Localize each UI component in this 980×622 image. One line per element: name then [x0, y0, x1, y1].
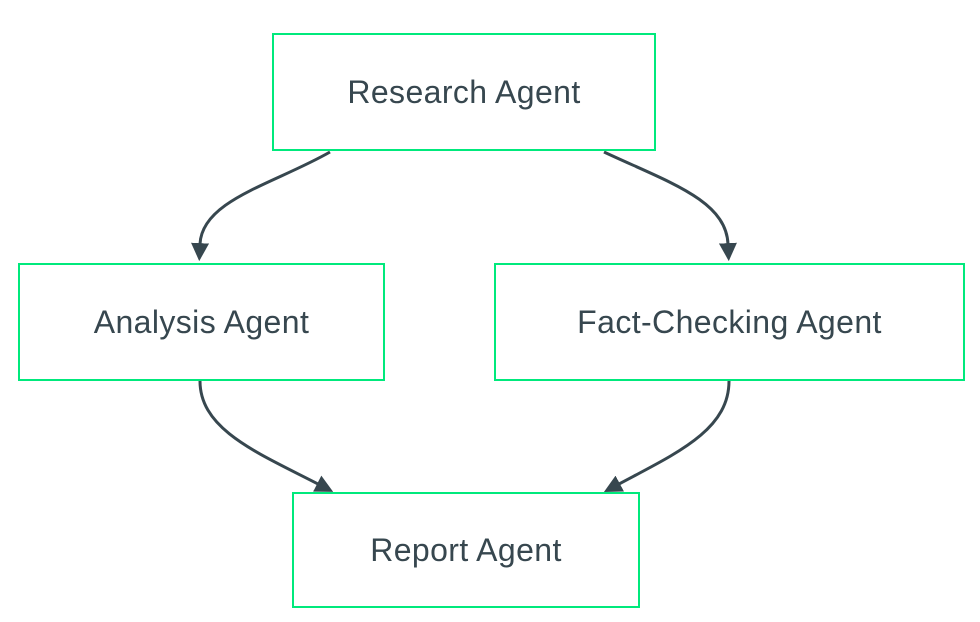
node-fact-checking-agent: Fact-Checking Agent	[494, 263, 965, 381]
node-label: Report Agent	[370, 531, 562, 568]
edge-fact-checking-to-report	[603, 380, 731, 493]
edge-analysis-to-report	[198, 380, 334, 492]
node-label: Fact-Checking Agent	[577, 303, 882, 340]
node-research-agent: Research Agent	[272, 33, 656, 151]
edge-research-to-analysis	[191, 150, 331, 262]
node-label: Analysis Agent	[93, 303, 310, 340]
edge-research-to-fact-checking	[603, 150, 737, 262]
node-analysis-agent: Analysis Agent	[18, 263, 385, 381]
node-label: Research Agent	[347, 73, 581, 110]
node-report-agent: Report Agent	[292, 492, 640, 608]
